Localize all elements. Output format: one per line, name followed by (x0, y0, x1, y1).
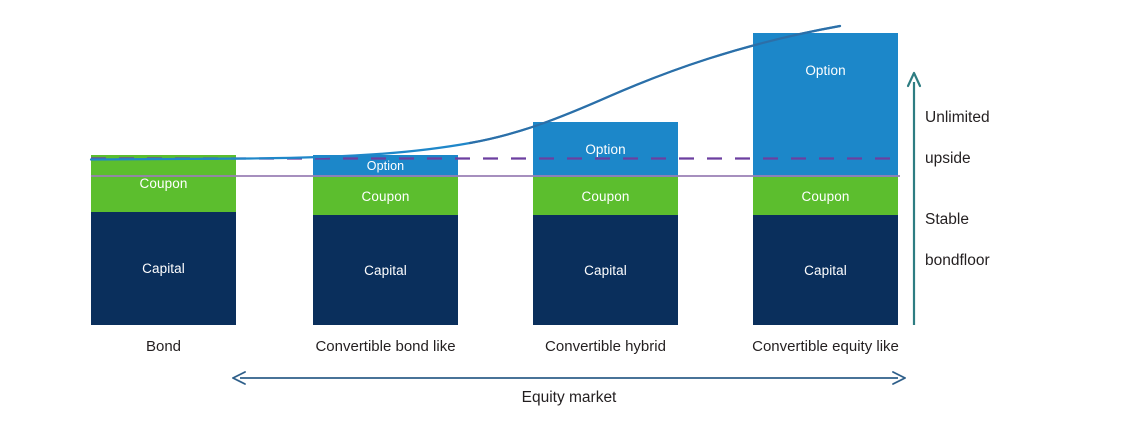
segment-label-capital: Capital (142, 261, 185, 276)
annotation-stable-bondfloor-line2: bondfloor (925, 252, 990, 270)
annotation-unlimited-upside-line2: upside (925, 150, 971, 168)
bar-convertible-equity-like-segment-capital: Capital (753, 215, 898, 325)
segment-label-coupon: Coupon (581, 188, 630, 204)
annotation-unlimited-upside: Unlimited upside (925, 88, 990, 190)
category-label-convertible-hybrid: Convertible hybrid (518, 338, 693, 355)
annotation-unlimited-upside-line1: Unlimited (925, 109, 990, 127)
equity-market-arrow-left-icon (232, 371, 246, 385)
category-label-bond: Bond (91, 338, 236, 355)
bar-convertible-hybrid-segment-capital: Capital (533, 215, 678, 325)
bar-convertible-bond-like-segment-coupon: Coupon (313, 177, 458, 215)
category-label-text: Convertible bond like (315, 338, 456, 355)
right-axis-arrow-icon (906, 71, 922, 88)
segment-label-coupon: Coupon (361, 188, 410, 204)
category-label-text: Convertible hybrid (545, 338, 666, 355)
category-label-convertible-equity-like: Convertible equity like (733, 338, 918, 355)
annotation-stable-bondfloor-line1: Stable (925, 211, 969, 229)
bar-convertible-equity-like-segment-coupon: Coupon (753, 177, 898, 215)
segment-label-coupon: Coupon (139, 176, 188, 191)
equity-value-curve (89, 24, 842, 161)
segment-label-option: Option (805, 62, 846, 78)
category-label-text: Convertible equity like (752, 338, 899, 355)
bar-convertible-bond-like-segment-option: Option (313, 155, 458, 177)
bar-convertible-hybrid-segment-option: Option (533, 122, 678, 177)
segment-label-option: Option (585, 142, 626, 157)
category-label-text: Bond (145, 338, 182, 355)
category-label-convertible-bond-like: Convertible bond like (288, 338, 483, 355)
segment-label-capital: Capital (364, 262, 407, 278)
segment-label-coupon: Coupon (801, 188, 850, 204)
segment-label-option: Option (366, 159, 405, 173)
equity-market-arrow-right-icon (892, 371, 906, 385)
segment-label-capital: Capital (584, 262, 627, 278)
bar-bond-segment-capital: Capital (91, 212, 236, 325)
bar-convertible-hybrid-segment-coupon: Coupon (533, 177, 678, 215)
equity-market-caption-text: Equity market (521, 389, 617, 406)
bar-bond-segment-coupon: Coupon (91, 155, 236, 212)
bar-convertible-equity-like-segment-option: Option (753, 33, 898, 177)
segment-label-capital: Capital (804, 262, 847, 278)
annotation-stable-bondfloor: Stable bondfloor (925, 190, 990, 292)
equity-market-caption: Equity market (240, 389, 898, 407)
bar-convertible-bond-like-segment-capital: Capital (313, 215, 458, 325)
